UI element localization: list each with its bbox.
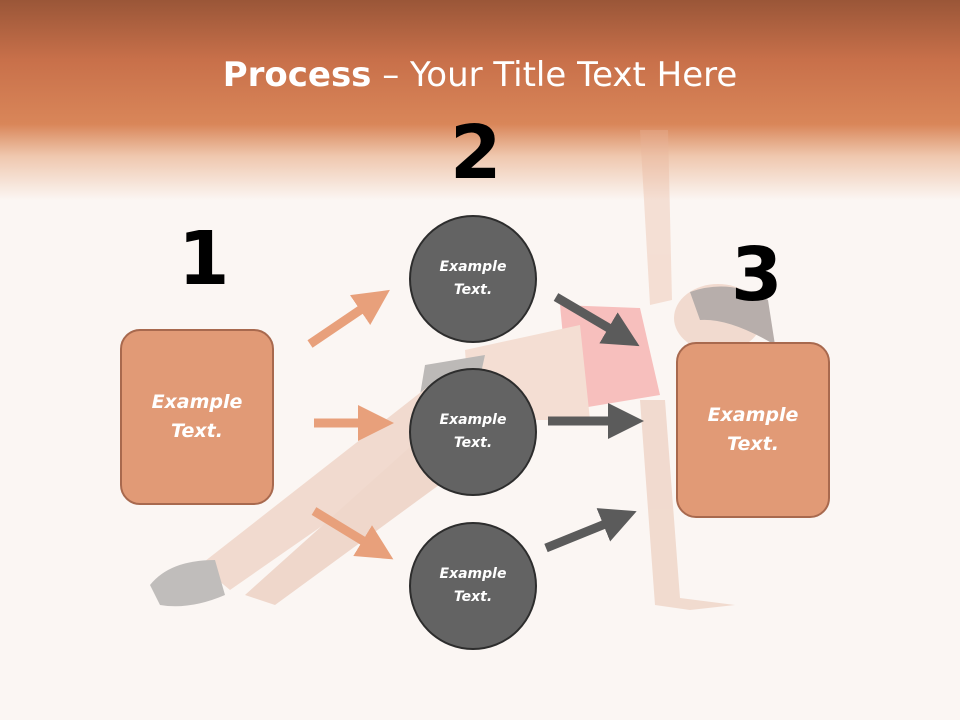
circle-bottom-line2: Text. xyxy=(453,589,493,605)
right-box-line1: Example xyxy=(707,404,799,426)
title-rest: – Your Title Text Here xyxy=(371,55,738,95)
circle-middle: Example Text. xyxy=(409,368,537,496)
circle-bottom: Example Text. xyxy=(409,522,537,650)
circle-bottom-line1: Example xyxy=(439,566,507,582)
title-header-band xyxy=(0,0,960,200)
circle-middle-line2: Text. xyxy=(453,435,493,451)
step-number-1: 1 xyxy=(178,216,230,302)
right-box-line2: Text. xyxy=(727,433,779,455)
right-text-box: Example Text. xyxy=(676,342,830,518)
step-number-3: 3 xyxy=(731,232,783,318)
circle-middle-line1: Example xyxy=(439,412,507,428)
circle-top-line1: Example xyxy=(439,259,507,275)
left-text-box: Example Text. xyxy=(120,329,274,505)
left-box-line2: Text. xyxy=(171,420,223,442)
orange-arrow-to-top xyxy=(307,289,390,348)
gray-arrow-from-bottom xyxy=(544,508,637,553)
circle-top: Example Text. xyxy=(409,215,537,343)
orange-arrow-to-bottom xyxy=(311,507,394,560)
step-number-2: 2 xyxy=(450,110,502,196)
gray-arrow-from-top xyxy=(553,293,640,347)
title-bold: Process xyxy=(222,55,372,95)
slide-title: Process – Your Title Text Here xyxy=(0,52,960,98)
circle-top-line2: Text. xyxy=(453,282,493,298)
left-box-line1: Example xyxy=(151,391,243,413)
